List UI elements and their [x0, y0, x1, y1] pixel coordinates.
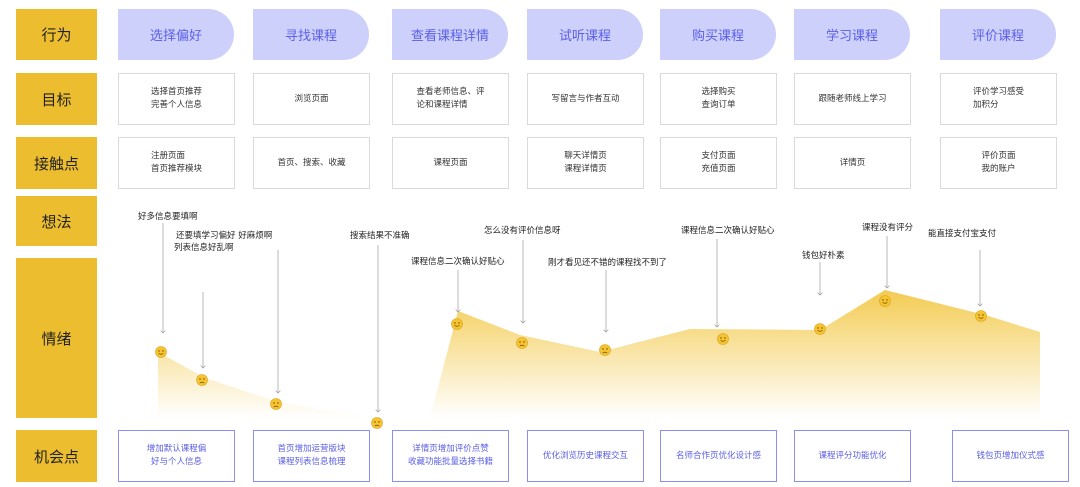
goal-text: 评价学习感受 加积分: [972, 87, 1024, 110]
sad-face-icon: [516, 337, 528, 349]
smile-face-icon: [879, 295, 891, 307]
sad-face-icon: [599, 344, 611, 356]
row-label-behavior: 行为: [16, 9, 97, 60]
smile-face-icon: [451, 318, 463, 330]
touchpoint-box: 首页、搜索、收藏: [253, 137, 370, 189]
thought-text: 课程信息二次确认好贴心: [681, 226, 775, 236]
thought-text: 钱包好朴素: [802, 251, 845, 261]
touchpoint-box: 详情页: [794, 137, 911, 189]
opportunity-box: 增加默认课程偏 好与个人信息: [118, 430, 235, 482]
opportunity-text: 优化浏览历史课程交互: [542, 450, 628, 461]
goal-box: 查看老师信息、评 论和课程详情: [392, 73, 509, 125]
goal-text: 选择首页推荐 完善个人信息: [150, 87, 202, 110]
thought-text: 好多信息要填啊: [138, 212, 198, 222]
opportunity-text: 首页增加运营版块 课程列表信息梳理: [277, 444, 346, 467]
thought-text: 搜索结果不准确: [350, 231, 410, 241]
stage-header: 寻找课程: [253, 9, 369, 60]
goal-text: 浏览页面: [294, 93, 329, 104]
smile-face-icon: [717, 333, 729, 345]
stage-header: 购买课程: [660, 9, 776, 60]
opportunity-text: 名师合作页优化设计感: [675, 450, 761, 461]
opportunity-box: 名师合作页优化设计感: [660, 430, 777, 482]
goal-box: 跟随老师线上学习: [794, 73, 911, 125]
touchpoint-box: 课程页面: [392, 137, 509, 189]
thought-text: 课程没有评分: [862, 223, 914, 233]
thought-text: 怎么没有评价信息呀: [484, 226, 561, 236]
touchpoint-box: 聊天详情页 课程详情页: [527, 137, 644, 189]
sad-face-icon: [371, 417, 383, 429]
goal-box: 选择首页推荐 完善个人信息: [118, 73, 235, 125]
smile-face-icon: [155, 346, 167, 358]
opportunity-box: 课程评分功能优化: [794, 430, 911, 482]
opportunity-box: 优化浏览历史课程交互: [527, 430, 644, 482]
stage-header: 查看课程详情: [392, 9, 508, 60]
goal-text: 查看老师信息、评 论和课程详情: [416, 87, 485, 110]
goal-text: 跟随老师线上学习: [818, 93, 887, 104]
opportunity-box: 详情页增加评价点赞 收藏功能批量选择书籍: [392, 430, 509, 482]
touchpoint-text: 注册页面 首页推荐模块: [150, 151, 202, 174]
smile-face-icon: [975, 310, 987, 322]
touchpoint-text: 首页、搜索、收藏: [277, 157, 346, 168]
stage-header: 试听课程: [527, 9, 643, 60]
opportunity-box: 钱包页增加仪式感: [952, 430, 1069, 482]
row-label-emotion: 情绪: [16, 258, 97, 418]
thought-text: 课程信息二次确认好贴心: [411, 257, 505, 267]
touchpoint-box: 评价页面 我的账户: [940, 137, 1057, 189]
touchpoint-box: 注册页面 首页推荐模块: [118, 137, 235, 189]
goal-text: 选择购买 查询订单: [701, 87, 736, 110]
opportunity-text: 钱包页增加仪式感: [976, 450, 1045, 461]
goal-box: 写留言与作者互动: [527, 73, 644, 125]
smile-face-icon: [814, 323, 826, 335]
touchpoint-text: 支付页面 充值页面: [701, 151, 736, 174]
sad-face-icon: [270, 398, 282, 410]
emotion-area: [158, 290, 1040, 418]
stage-header: 学习课程: [794, 9, 910, 60]
touchpoint-text: 课程页面: [433, 157, 468, 168]
row-label-opportunity: 机会点: [16, 430, 97, 482]
thought-text: 能直接支付宝支付: [928, 229, 997, 239]
touchpoint-text: 聊天详情页 课程详情页: [564, 151, 607, 174]
thought-text: 列表信息好乱啊: [174, 243, 234, 253]
opportunity-text: 课程评分功能优化: [818, 450, 887, 461]
row-label-touchpoint: 接触点: [16, 137, 97, 189]
touchpoint-text: 详情页: [839, 157, 866, 168]
touchpoint-box: 支付页面 充值页面: [660, 137, 777, 189]
goal-text: 写留言与作者互动: [551, 93, 620, 104]
thought-text: 刚才看见还不错的课程找不到了: [548, 258, 668, 268]
row-label-goal: 目标: [16, 73, 97, 125]
touchpoint-text: 评价页面 我的账户: [981, 151, 1016, 174]
goal-box: 评价学习感受 加积分: [940, 73, 1057, 125]
sad-face-icon: [196, 374, 208, 386]
thought-text: 还要填学习偏好 好麻烦啊: [176, 231, 273, 241]
opportunity-box: 首页增加运营版块 课程列表信息梳理: [253, 430, 370, 482]
goal-box: 浏览页面: [253, 73, 370, 125]
opportunity-text: 详情页增加评价点赞 收藏功能批量选择书籍: [407, 444, 493, 467]
row-label-thoughts: 想法: [16, 196, 97, 246]
opportunity-text: 增加默认课程偏 好与个人信息: [146, 444, 207, 467]
goal-box: 选择购买 查询订单: [660, 73, 777, 125]
stage-header: 评价课程: [940, 9, 1056, 60]
stage-header: 选择偏好: [118, 9, 234, 60]
